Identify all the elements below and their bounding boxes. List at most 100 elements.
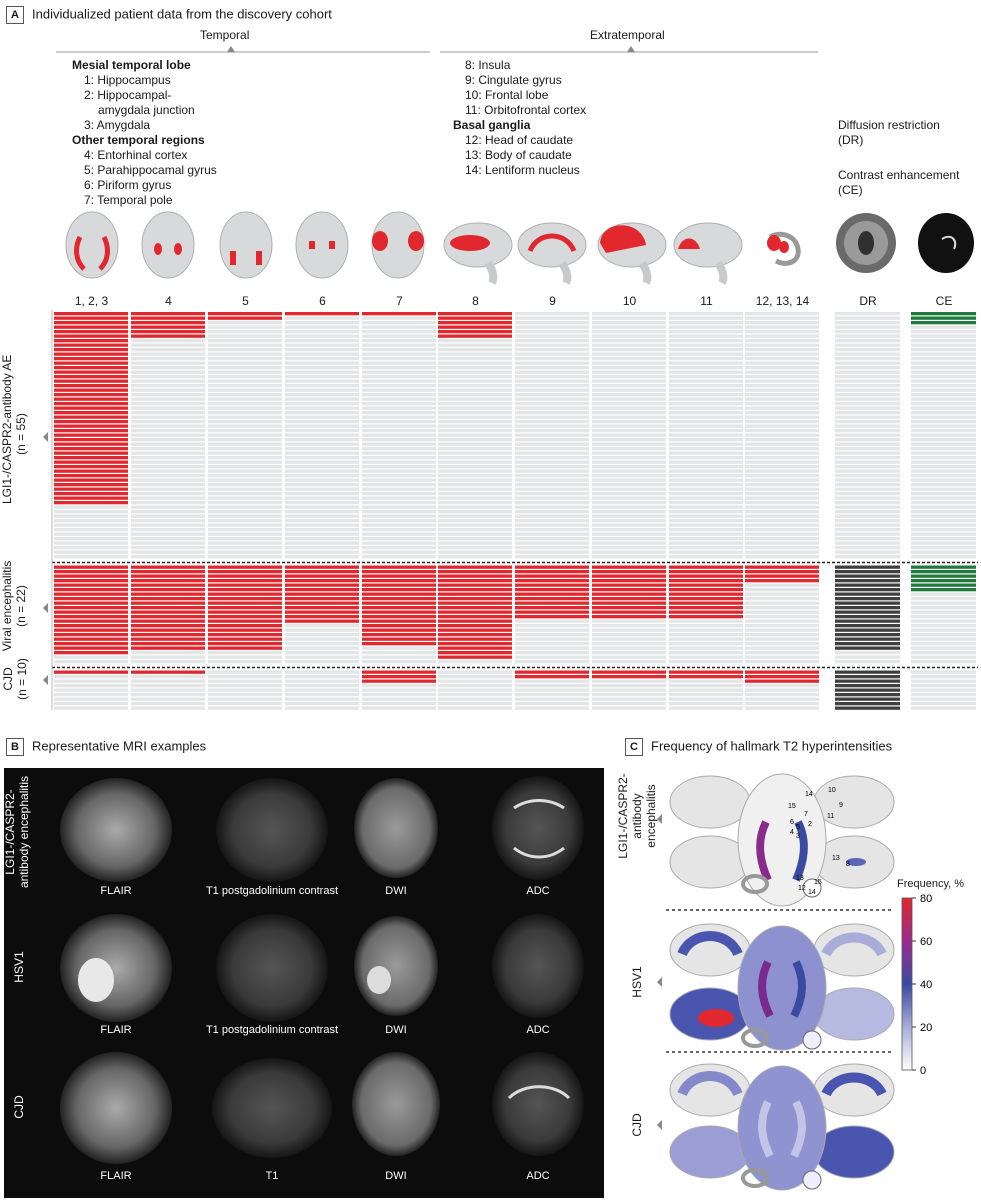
heatmap-cell <box>54 496 128 500</box>
mri-caption: T1 postgadolinium contrast <box>205 885 339 897</box>
heatmap-cell <box>669 646 743 650</box>
heatmap-cell <box>745 478 819 482</box>
mri-cjd-adc <box>492 1052 584 1156</box>
heatmap-cell <box>362 532 436 536</box>
heatmap-cell <box>54 660 128 664</box>
heatmap-cell <box>362 624 436 628</box>
heatmap-cell <box>745 583 819 587</box>
legend-item: 7: Temporal pole <box>84 193 173 207</box>
heatmap-cell <box>131 402 205 406</box>
heatmap-cell <box>669 601 743 605</box>
heatmap-cell <box>835 321 900 325</box>
heatmap-cell <box>669 375 743 379</box>
heatmap-cell <box>362 505 436 509</box>
heatmap-cell <box>515 348 589 352</box>
heatmap-cell <box>911 352 976 356</box>
heatmap-cell <box>285 660 359 664</box>
heatmap-cell <box>835 375 900 379</box>
heatmap-cell <box>911 438 976 442</box>
heatmap-cell <box>208 570 282 574</box>
heatmap-cell <box>438 546 512 550</box>
heatmap-cell <box>911 388 976 392</box>
heatmap-cell <box>669 579 743 583</box>
heatmap-cell <box>515 312 589 316</box>
heatmap-cell <box>911 393 976 397</box>
heatmap-cell <box>208 679 282 683</box>
heatmap-cell <box>745 429 819 433</box>
heatmap-cell <box>54 388 128 392</box>
heatmap-cell <box>438 487 512 491</box>
heatmap-cell <box>745 550 819 554</box>
brain-icon-region-8 <box>443 222 513 285</box>
heatmap-cell <box>592 550 666 554</box>
heatmap-cell <box>745 546 819 550</box>
heatmap-cell <box>515 693 589 697</box>
heatmap-cell <box>54 555 128 559</box>
heatmap-cell <box>669 688 743 692</box>
heatmap-cell <box>438 570 512 574</box>
heatmap-cell <box>669 352 743 356</box>
panel-a-letter: A <box>6 6 24 24</box>
heatmap-cell <box>592 330 666 334</box>
heatmap-cell <box>835 532 900 536</box>
heatmap-cell <box>131 460 205 464</box>
heatmap-cell <box>911 447 976 451</box>
heatmap-cell <box>438 402 512 406</box>
heatmap-cell <box>911 633 976 637</box>
heatmap-cell <box>131 615 205 619</box>
heatmap-cell <box>208 406 282 410</box>
heatmap-cell <box>285 501 359 505</box>
heatmap-cell <box>54 624 128 628</box>
heatmap-cell <box>54 420 128 424</box>
legend-item: 10: Frontal lobe <box>465 88 549 102</box>
heatmap-cell <box>911 579 976 583</box>
heatmap-cell <box>592 519 666 523</box>
heatmap-cell <box>131 366 205 370</box>
legend-item: 11: Orbitofrontal cortex <box>465 103 587 117</box>
heatmap-cell <box>669 312 743 316</box>
heatmap-cell <box>745 330 819 334</box>
heatmap-cell <box>208 579 282 583</box>
heatmap-cell <box>285 330 359 334</box>
heatmap-cell <box>131 583 205 587</box>
heatmap-cell <box>54 339 128 343</box>
heatmap-cell <box>208 501 282 505</box>
column-header: CE <box>935 294 953 308</box>
heatmap-cell <box>438 670 512 674</box>
heatmap-cell <box>835 660 900 664</box>
heatmap-cell <box>745 492 819 496</box>
heatmap-cell <box>592 514 666 518</box>
heatmap-cell <box>362 442 436 446</box>
heatmap-cell <box>285 633 359 637</box>
heatmap-cell <box>208 619 282 623</box>
heatmap-cell <box>515 684 589 688</box>
heatmap-cell <box>285 532 359 536</box>
heatmap-cell <box>362 492 436 496</box>
heatmap-cell <box>515 679 589 683</box>
heatmap-cell <box>515 532 589 536</box>
heatmap-cell <box>669 334 743 338</box>
heatmap-cell <box>208 316 282 320</box>
heatmap-cell <box>592 361 666 365</box>
heatmap-cell <box>592 388 666 392</box>
heatmap-cell <box>208 706 282 710</box>
heatmap-cell <box>362 601 436 605</box>
heatmap-cell <box>669 597 743 601</box>
heatmap-cell <box>669 592 743 596</box>
heatmap-cell <box>438 451 512 455</box>
heatmap-cell <box>515 565 589 569</box>
heatmap-cell <box>285 487 359 491</box>
heatmap-cell <box>669 697 743 701</box>
mri-cjd-t1 <box>212 1058 332 1158</box>
heatmap-cell <box>285 579 359 583</box>
heatmap-cell <box>835 679 900 683</box>
heatmap-cell <box>911 402 976 406</box>
heatmap-cell <box>208 597 282 601</box>
heatmap-cell <box>911 492 976 496</box>
heatmap-cell <box>745 451 819 455</box>
heatmap-cell <box>515 460 589 464</box>
heatmap-cell <box>131 352 205 356</box>
heatmap-cell <box>745 339 819 343</box>
heatmap-cell <box>438 675 512 679</box>
heatmap-cell <box>835 628 900 632</box>
